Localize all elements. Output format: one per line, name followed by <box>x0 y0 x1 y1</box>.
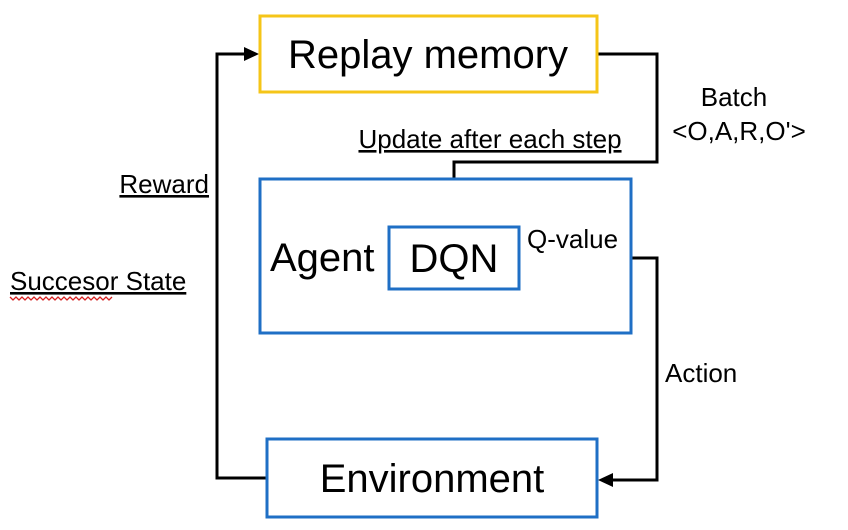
reward-label: Reward <box>119 169 209 199</box>
feedback-arrowhead <box>244 47 259 61</box>
spellcheck-underline <box>9 296 113 301</box>
agent-label: Agent <box>270 236 375 280</box>
replay-memory-label: Replay memory <box>288 33 568 77</box>
batch-label: Batch <box>701 82 768 112</box>
replay-memory-box <box>258 14 599 94</box>
feedback-connector <box>215 52 267 480</box>
action-arrowhead <box>598 473 613 487</box>
environment-label: Environment <box>320 457 545 501</box>
successor-state-label: Succesor State <box>10 266 186 296</box>
q-value-label: Q-value <box>527 224 618 254</box>
update-label: Update after each step <box>358 124 621 154</box>
batch-tuple-label: <O,A,R,O'> <box>672 116 806 146</box>
dqn-label: DQN <box>410 237 499 281</box>
dqn-box <box>387 225 521 291</box>
environment-box <box>265 437 599 519</box>
action-label: Action <box>665 358 737 388</box>
